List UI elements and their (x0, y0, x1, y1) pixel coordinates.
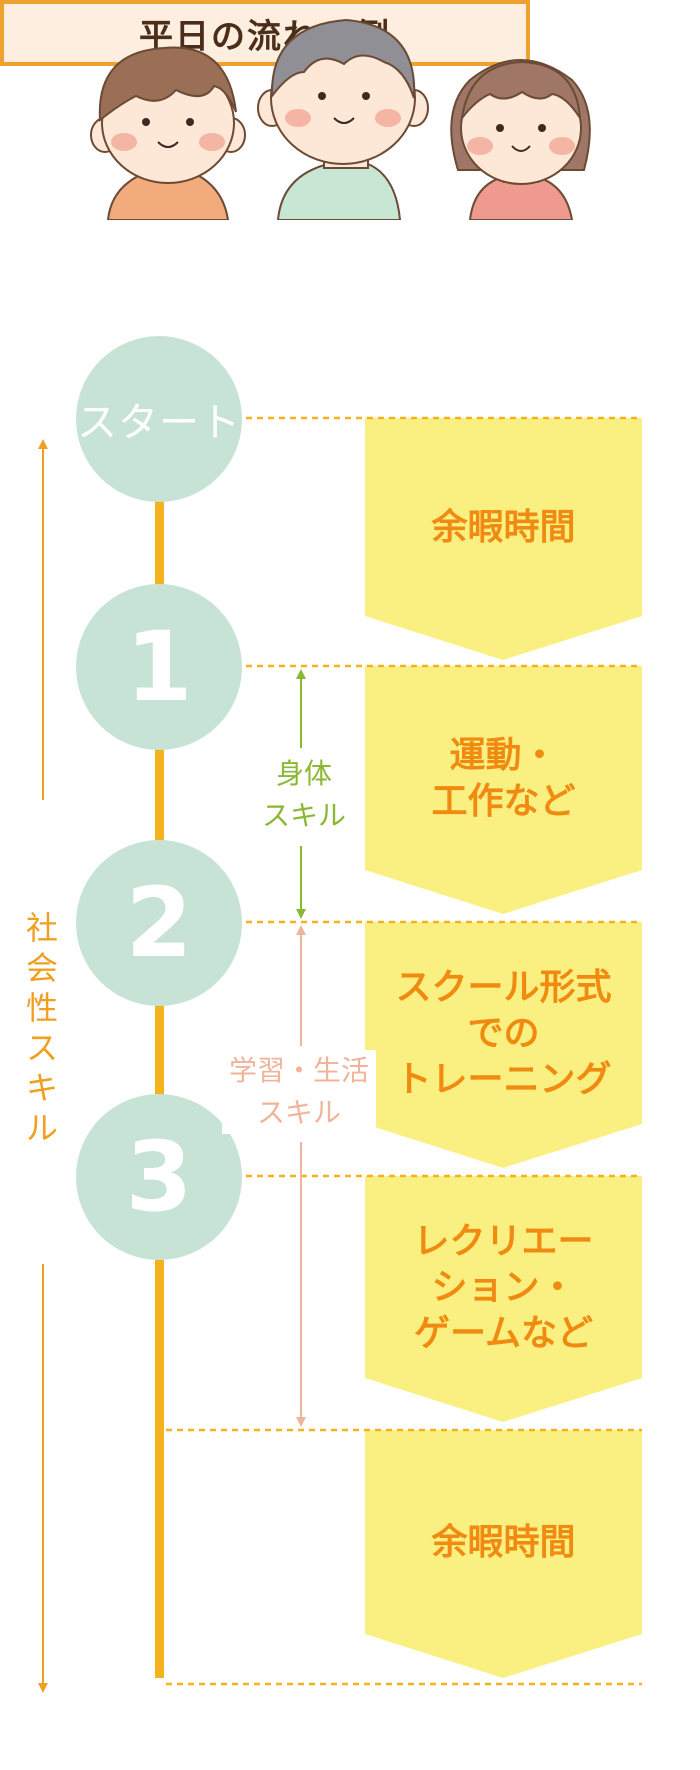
characters-illustration (90, 18, 591, 220)
timeline-bar (155, 420, 164, 1678)
girl-character (450, 59, 591, 220)
step-3-circle: 3 (76, 1094, 242, 1260)
study-life-skill-label: 学習・生活 スキル (222, 1050, 376, 1134)
activity-school-training-label: スクール形式 での トレーニング (395, 967, 612, 1100)
activity-banner-shape (365, 1176, 642, 1422)
activity-exercise-label: 運動・ 工作など (431, 735, 576, 822)
adult-character (257, 18, 429, 220)
activity-banner-shape (365, 1430, 642, 1678)
activity-banner-shape (365, 666, 642, 914)
social-skill-label: 社 会 性 ス キ ル (25, 909, 58, 1147)
activity-recreation-label: レクリエー ション・ ゲームなど (413, 1221, 594, 1354)
boy-character (90, 46, 246, 220)
step-start-circle: スタート (76, 336, 242, 502)
activity-banner-shape (365, 922, 642, 1168)
activity-leisure-label: 余暇時間 (431, 1522, 576, 1563)
activity-banner-shape (365, 418, 642, 660)
physical-skill-label: 身体 スキル (256, 753, 352, 837)
activity-leisure-label: 余暇時間 (431, 507, 576, 548)
step-1-circle: 1 (76, 584, 242, 750)
step-2-circle: 2 (76, 840, 242, 1006)
